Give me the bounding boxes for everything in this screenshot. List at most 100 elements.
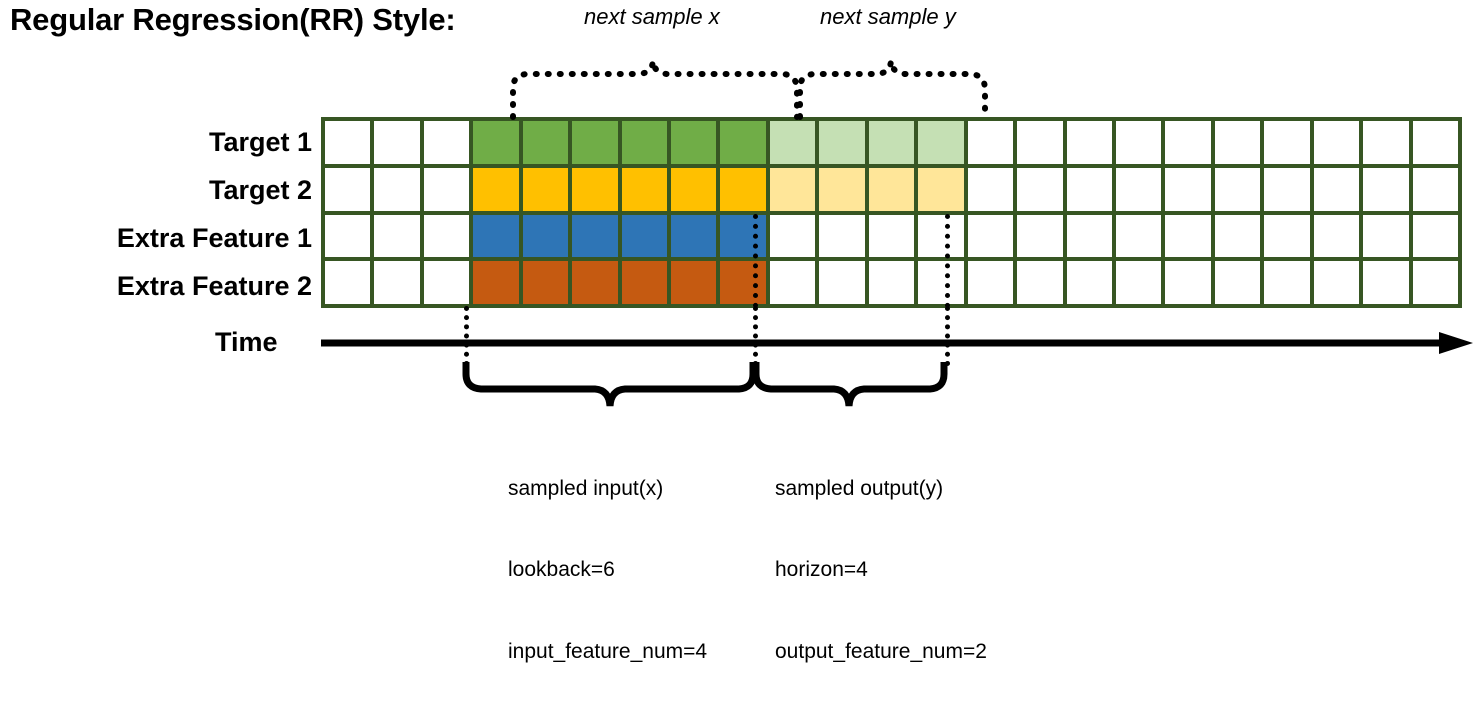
grid-cell-target-1-t14-empty — [1017, 121, 1063, 164]
page-title: Regular Regression(RR) Style: — [10, 2, 456, 37]
grid-cell-target-1-t2-empty — [423, 121, 470, 164]
grid-cell-extra-feature-2-t18-empty — [1214, 261, 1261, 304]
grid-cell-target-2-t22-empty — [1412, 167, 1458, 211]
dropline-output-end — [945, 306, 950, 366]
grid-cell-extra-feature-2-t2-empty — [423, 261, 470, 304]
grid-cell-extra-feature-1-t11-empty — [868, 214, 915, 258]
grid-cell-extra-feature-2-t4-input — [522, 261, 569, 304]
brace-sampled-output — [752, 362, 948, 407]
row-label-extra-feature-1: Extra Feature 1 — [116, 223, 312, 253]
grid-cell-target-2-t7-input — [671, 167, 717, 211]
grid-cell-target-2-t9-output — [769, 167, 816, 211]
grid-cell-target-2-t14-empty — [1017, 167, 1063, 211]
grid-cell-extra-feature-2-t1-empty — [374, 261, 420, 304]
caption-sampled-output: sampled output(y) horizon=4 output_featu… — [775, 420, 987, 720]
grid-cell-target-1-t13-empty — [967, 121, 1014, 164]
grid-cell-extra-feature-1-t3-input — [473, 214, 519, 258]
grid-cell-target-1-t6-input — [621, 121, 668, 164]
gridline-input-end-inner — [753, 214, 758, 308]
grid-cell-target-1-t4-input — [522, 121, 569, 164]
caption-output-line-2: horizon=4 — [775, 558, 868, 582]
dropline-input-start — [464, 306, 469, 366]
grid-cell-extra-feature-2-t9-empty — [769, 261, 816, 304]
grid-cell-extra-feature-1-t13-empty — [967, 214, 1014, 258]
grid-cell-extra-feature-1-t6-input — [621, 214, 668, 258]
grid-cell-target-1-t5-input — [572, 121, 618, 164]
grid-cell-target-1-t9-output — [769, 121, 816, 164]
grid-cell-extra-feature-2-t21-empty — [1363, 261, 1409, 304]
grid-cell-extra-feature-2-t0-empty — [325, 261, 371, 304]
caption-sampled-input: sampled input(x) lookback=6 input_featur… — [508, 420, 707, 720]
grid-cell-target-2-t18-empty — [1214, 167, 1261, 211]
row-label-extra-feature-2: Extra Feature 2 — [116, 271, 312, 301]
grid-cell-extra-feature-2-t20-empty — [1313, 261, 1360, 304]
grid-cell-extra-feature-1-t10-empty — [819, 214, 865, 258]
grid-cell-extra-feature-2-t6-input — [621, 261, 668, 304]
grid-cell-extra-feature-2-t13-empty — [967, 261, 1014, 304]
grid-cell-extra-feature-2-t15-empty — [1066, 261, 1112, 304]
grid-cell-extra-feature-2-t11-empty — [868, 261, 915, 304]
grid-cell-target-2-t6-input — [621, 167, 668, 211]
grid-cell-extra-feature-2-t14-empty — [1017, 261, 1063, 304]
grid-cell-extra-feature-1-t18-empty — [1214, 214, 1261, 258]
grid-cell-target-1-t17-empty — [1165, 121, 1211, 164]
grid-cell-extra-feature-1-t20-empty — [1313, 214, 1360, 258]
grid-cell-target-2-t10-output — [819, 167, 865, 211]
grid-cell-extra-feature-1-t12-empty — [918, 214, 964, 258]
grid-cell-target-1-t0-empty — [325, 121, 371, 164]
grid-cell-extra-feature-2-t7-input — [671, 261, 717, 304]
grid-cell-extra-feature-1-t5-input — [572, 214, 618, 258]
gridline-output-end-inner — [945, 214, 950, 308]
brace-sampled-input — [462, 362, 757, 407]
annotation-next-sample-x: next sample x — [584, 4, 720, 29]
dropline-input-end — [753, 306, 758, 366]
grid-cell-extra-feature-2-t3-input — [473, 261, 519, 304]
grid-cell-target-2-t12-output — [918, 167, 964, 211]
row-label-group: Target 1 Target 2 Extra Feature 1 Extra … — [50, 117, 312, 309]
grid-cell-target-2-t8-input — [720, 167, 766, 211]
grid-cell-target-2-t17-empty — [1165, 167, 1211, 211]
grid-cell-target-2-t5-input — [572, 167, 618, 211]
grid-cell-extra-feature-1-t8-input — [720, 214, 766, 258]
grid-cell-target-2-t11-output — [868, 167, 915, 211]
grid-cell-target-2-t3-input — [473, 167, 519, 211]
grid-cell-extra-feature-1-t22-empty — [1412, 214, 1458, 258]
grid-cell-extra-feature-1-t21-empty — [1363, 214, 1409, 258]
grid-cell-target-1-t19-empty — [1264, 121, 1310, 164]
caption-input-line-3: input_feature_num=4 — [508, 640, 708, 664]
annotation-next-sample-y: next sample y — [820, 4, 956, 29]
brace-next-sample-y — [797, 60, 988, 120]
grid-cell-extra-feature-1-t0-empty — [325, 214, 371, 258]
grid-cell-extra-feature-1-t14-empty — [1017, 214, 1063, 258]
caption-input-line-1: sampled input(x) — [508, 476, 664, 500]
grid-cell-extra-feature-1-t7-input — [671, 214, 717, 258]
grid-cell-target-1-t12-output — [918, 121, 964, 164]
caption-input-line-2: lookback=6 — [508, 558, 615, 582]
grid-cell-target-1-t3-input — [473, 121, 519, 164]
bottom-brace-group — [462, 362, 948, 407]
timeseries-grid — [321, 117, 1462, 308]
diagram-canvas: Regular Regression(RR) Style: Target 1 T… — [10, 2, 1473, 663]
grid-cell-extra-feature-1-t19-empty — [1264, 214, 1310, 258]
grid-cell-target-1-t22-empty — [1412, 121, 1458, 164]
row-label-target-1: Target 1 — [208, 127, 312, 157]
grid-cell-extra-feature-1-t17-empty — [1165, 214, 1211, 258]
time-axis-label: Time — [215, 327, 278, 357]
grid-cell-target-2-t13-empty — [967, 167, 1014, 211]
grid-cell-target-2-t0-empty — [325, 167, 371, 211]
grid-cell-target-1-t16-empty — [1115, 121, 1162, 164]
grid-cell-extra-feature-2-t10-empty — [819, 261, 865, 304]
grid-cell-extra-feature-2-t12-empty — [918, 261, 964, 304]
grid-cell-target-1-t21-empty — [1363, 121, 1409, 164]
grid-cell-extra-feature-1-t16-empty — [1115, 214, 1162, 258]
grid-cell-target-1-t7-input — [671, 121, 717, 164]
grid-cell-target-1-t11-output — [868, 121, 915, 164]
grid-cell-extra-feature-2-t8-input — [720, 261, 766, 304]
grid-cell-target-2-t15-empty — [1066, 167, 1112, 211]
grid-cell-extra-feature-1-t1-empty — [374, 214, 420, 258]
grid-cell-target-2-t16-empty — [1115, 167, 1162, 211]
caption-output-line-3: output_feature_num=2 — [775, 640, 987, 664]
row-label-target-2: Target 2 — [208, 175, 312, 205]
right-arrow-icon — [1439, 332, 1473, 354]
caption-output-line-1: sampled output(y) — [775, 476, 944, 500]
